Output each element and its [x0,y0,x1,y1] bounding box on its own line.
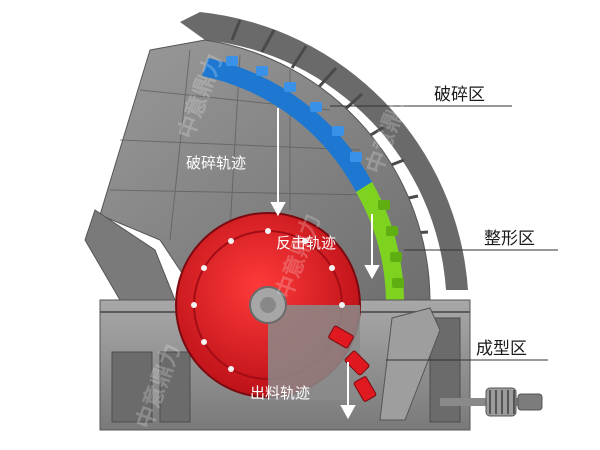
green-liner-teeth [378,200,404,288]
trajectory-arrows [270,108,380,420]
forming-zone-label: 成型区 [476,339,527,359]
discharge-path-label: 出料轨迹 [250,384,310,402]
forming-plate [379,307,441,421]
blue-liner-teeth [226,56,362,162]
rebound-path-label: 反击轨迹 [276,234,336,252]
rotor-hammers [328,325,377,402]
shaping-zone-label: 整形区 [484,229,535,249]
green-liners [356,182,404,300]
spring-adjuster [440,387,543,417]
rotor-bolts [191,228,345,372]
crushing-path-label: 破碎轨迹 [186,154,246,172]
rebound-path-arrow [364,214,380,280]
outer-shell [180,12,468,290]
shaft-center [260,297,276,313]
leader-lines [330,105,558,361]
crushing-path-arrow [270,108,286,217]
crushing-zone-label: 破碎区 [434,85,485,105]
blue-liners [202,58,372,192]
discharge-path-arrow [340,362,356,420]
